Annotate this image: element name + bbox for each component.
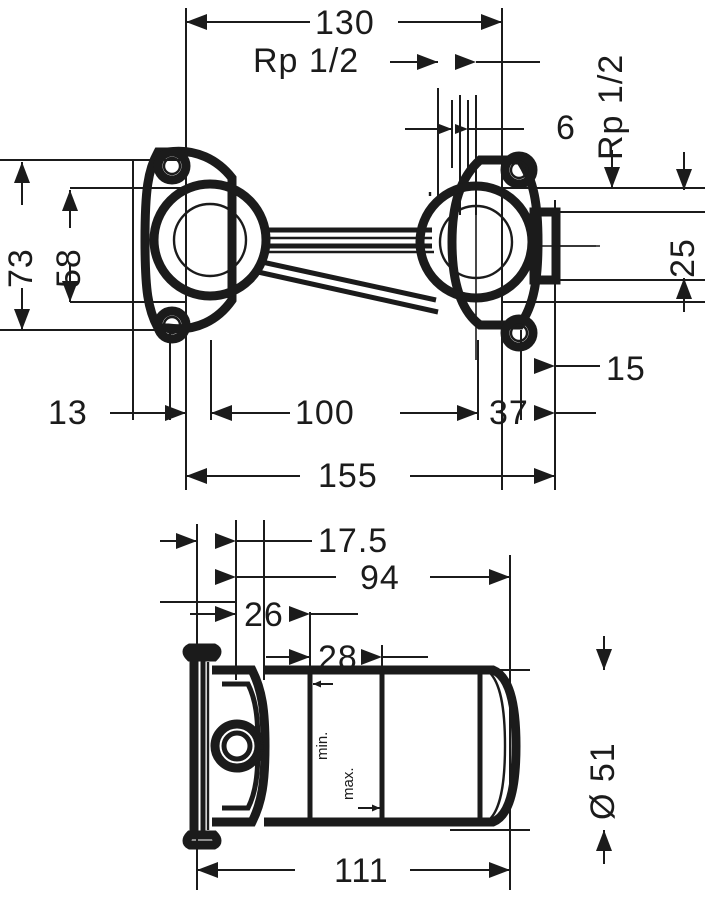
dim-front-overall-top: 130 [186, 4, 502, 42]
dim-front-thread-right: Rp 1/2 [592, 54, 630, 188]
right-valve-boss [415, 151, 561, 352]
dim-label-diameter-51: Ø 51 [584, 742, 622, 820]
label-min: min. [314, 732, 331, 760]
dim-label-37: 37 [489, 394, 529, 432]
dim-front-row-13-100-37: 13 100 37 [48, 340, 596, 432]
valve-body-side-view: min. max. [182, 643, 521, 850]
dim-side-26: 26 [190, 596, 358, 634]
connecting-pipes [257, 227, 439, 315]
min-max-annotation: min. max. [313, 680, 380, 812]
bracket-cone [210, 665, 270, 827]
dim-label-73: 73 [2, 248, 40, 288]
dim-label-13: 13 [48, 394, 88, 432]
dim-side-diameter: Ø 51 [584, 636, 622, 864]
dim-label-rp-right: Rp 1/2 [592, 54, 630, 160]
dim-label-111: 111 [334, 852, 389, 890]
dim-front-right-25: 25 [664, 152, 702, 312]
dim-side-overall-111: 111 [197, 852, 510, 890]
dim-front-gap-6: 6 [405, 100, 576, 168]
dim-label-26: 26 [244, 596, 284, 634]
dim-side-94: 94 [215, 559, 510, 597]
dim-side-175: 17.5 [160, 522, 388, 560]
centre-lines [475, 140, 600, 360]
dim-label-94: 94 [360, 559, 400, 597]
dim-front-height-58: 58 [50, 190, 88, 302]
dim-front-edge-15: 15 [534, 350, 646, 388]
dim-label-15: 15 [606, 350, 646, 388]
cylinder-housing [264, 665, 521, 827]
dim-label-130: 130 [315, 4, 375, 42]
dim-label-100: 100 [295, 394, 355, 432]
dim-label-17-5: 17.5 [318, 522, 388, 560]
dim-label-155: 155 [318, 457, 378, 495]
mounting-plate [182, 643, 222, 850]
dim-label-58: 58 [50, 248, 88, 288]
dim-front-thread-left: Rp 1/2 [253, 42, 540, 80]
dim-label-rp-left: Rp 1/2 [253, 42, 359, 80]
left-valve-boss [140, 146, 271, 344]
dim-label-6: 6 [556, 109, 576, 147]
valve-body-front-view [140, 140, 600, 360]
dim-front-height-73: 73 [2, 162, 40, 330]
dim-label-25: 25 [664, 238, 702, 278]
dim-front-overall-bottom: 155 [186, 300, 556, 495]
label-max: max. [340, 767, 357, 800]
